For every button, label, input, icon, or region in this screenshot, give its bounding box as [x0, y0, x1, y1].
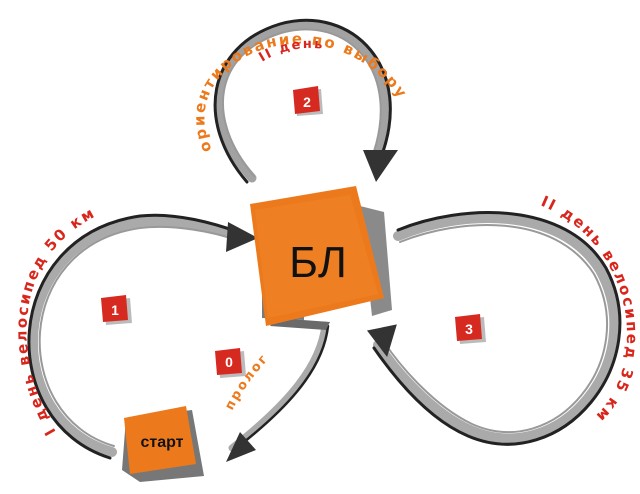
loop-prolog: [226, 321, 330, 462]
hub-label: БЛ: [289, 238, 347, 287]
loop-day1: [27, 213, 258, 460]
badge-day1-number: 1: [111, 302, 119, 318]
badge-day2-number: 2: [303, 94, 311, 110]
arrowhead-day1: [226, 222, 258, 252]
badge-prolog-number: 0: [225, 354, 233, 370]
start-block: старт: [122, 406, 204, 482]
loop-day2: [213, 18, 398, 184]
arrowhead-day2: [363, 150, 398, 182]
badge-day3: 3: [455, 314, 486, 344]
loop-day3: [366, 211, 622, 446]
start-label: старт: [140, 434, 183, 451]
badge-prolog: 0: [215, 348, 246, 378]
badge-day2: 2: [293, 86, 323, 116]
badge-day3-number: 3: [465, 321, 473, 337]
hub-block: БЛ: [250, 186, 392, 330]
arrowhead-day3: [366, 324, 397, 358]
arrowhead-prolog: [226, 432, 256, 462]
badge-day1: 1: [101, 295, 132, 325]
